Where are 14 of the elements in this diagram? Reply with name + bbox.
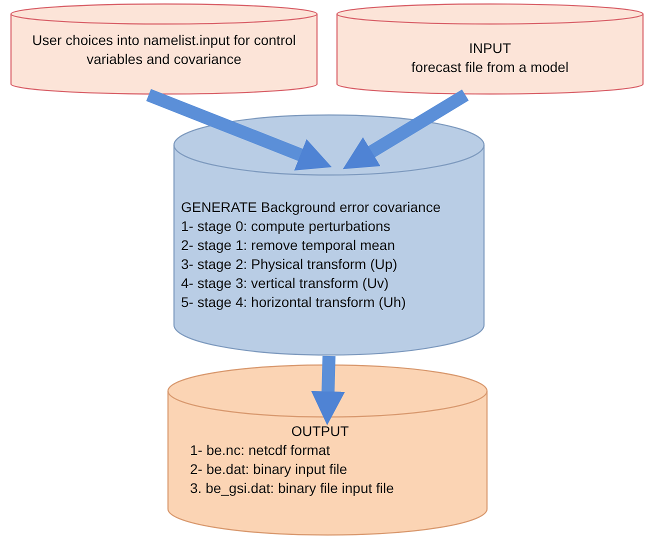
block-arrow (311, 356, 345, 426)
node-heading: GENERATE Background error covariance (181, 198, 442, 217)
node-text: 5- stage 4: horizontal transform (Uh) (181, 293, 407, 312)
node-heading: OUTPUT (290, 422, 350, 441)
node-text: User choices into namelist.input for control variables and covariance (31, 31, 297, 69)
node-text: 1- stage 0: compute perturbations (181, 217, 392, 236)
node-text: 3. be_gsi.dat: binary file input file (190, 479, 395, 498)
node-text: 2- stage 1: remove temporal mean (181, 236, 396, 255)
node-heading: INPUT (468, 39, 512, 58)
node-text: 1- be.nc: netcdf format (190, 441, 332, 460)
node-text: forecast file from a model (410, 58, 570, 77)
node-text: 2- be.dat: binary input file (190, 460, 348, 479)
node-text: 3- stage 2: Physical transform (Up) (181, 255, 398, 274)
node-text: 4- stage 3: vertical transform (Uv) (181, 274, 390, 293)
